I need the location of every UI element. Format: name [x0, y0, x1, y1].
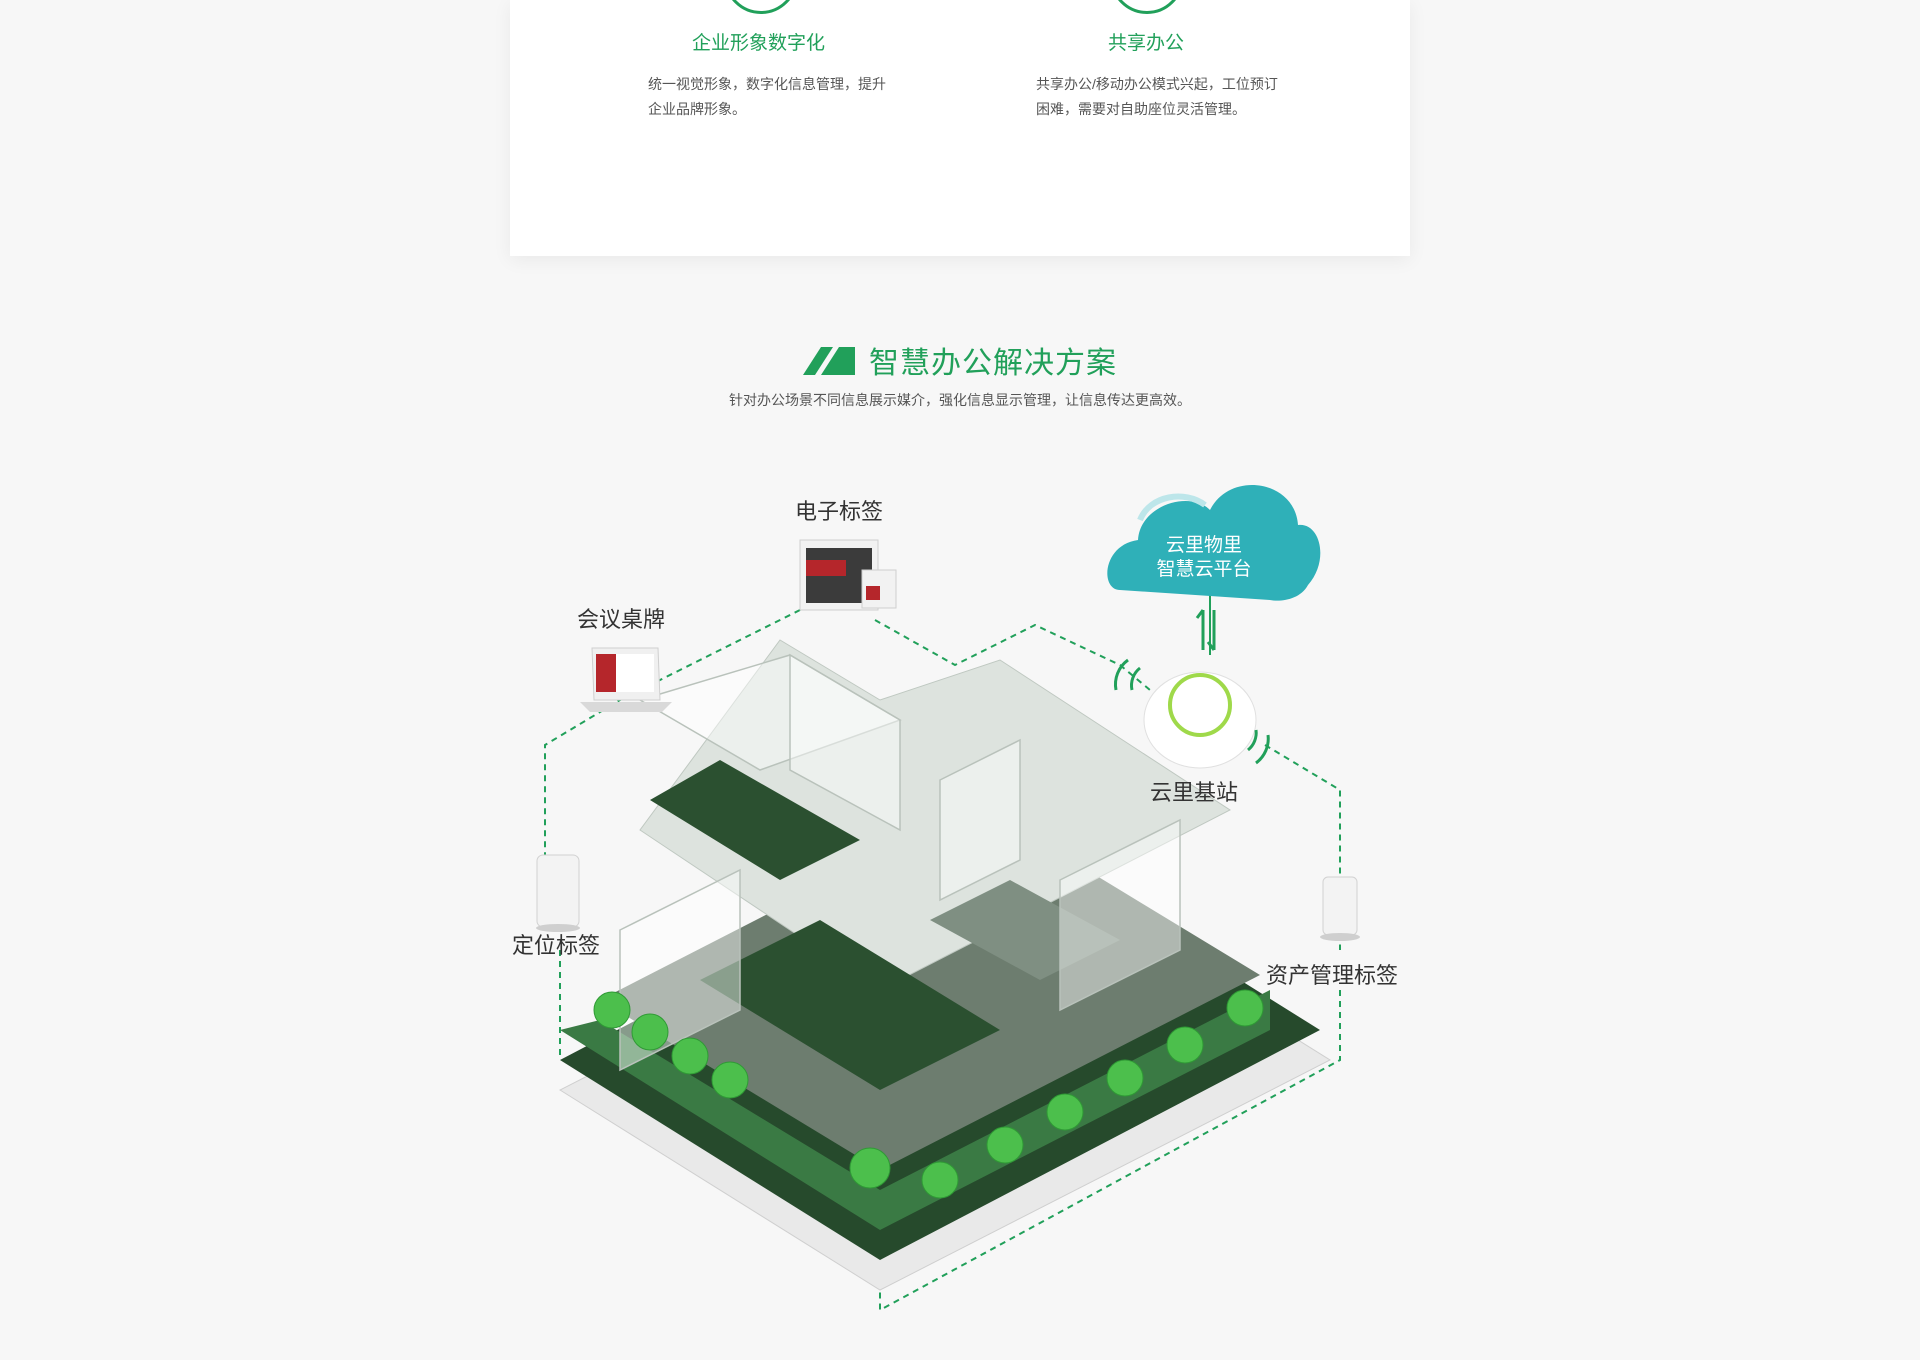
feature-desc: 共享办公/移动办公模式兴起，工位预订困难，需要对自助座位灵活管理。 [1036, 76, 1278, 117]
base-station-label: 云里基站 [1150, 780, 1239, 805]
section-subtitle: 针对办公场景不同信息展示媒介，强化信息显示管理，让信息传达更高效。 [729, 392, 1191, 408]
glass-walls [619, 653, 1181, 1072]
office-floor-base [558, 639, 1332, 1291]
sync-arrows-icon [1195, 609, 1216, 651]
feature-card: 企业形象数字化 统一视觉形象，数字化信息管理，提升企业品牌形象。 共享办公 共享… [510, 0, 1410, 256]
location-tag-device [536, 854, 580, 932]
feature-title: 共享办公 [1108, 33, 1185, 54]
section-title-text: 智慧办公解决方案 [869, 347, 1117, 380]
brand-logo-icon [803, 347, 855, 383]
section-title: 智慧办公解决方案 [0, 338, 1920, 383]
cloud-line-1: 云里物里 [1165, 535, 1242, 556]
e-label-device [799, 539, 897, 611]
cloud-platform-label: 云里物里 智慧云平台 [1134, 534, 1274, 582]
cloud-platform-icon [1107, 484, 1321, 601]
feature-desc: 统一视觉形象，数字化信息管理，提升企业品牌形象。 [648, 76, 886, 117]
table-sign-device [580, 647, 672, 712]
asset-tag-label: 资产管理标签 [1266, 963, 1399, 988]
base-station-icon [1114, 658, 1270, 769]
feature-title: 企业形象数字化 [692, 33, 826, 54]
hedge-bushes [593, 989, 1264, 1199]
table-sign-label: 会议桌牌 [577, 607, 666, 632]
location-tag-label: 定位标签 [512, 933, 601, 958]
cloud-line-2: 智慧云平台 [1156, 559, 1252, 580]
asset-tag-device [1320, 876, 1360, 941]
e-label-label: 电子标签 [795, 499, 884, 524]
